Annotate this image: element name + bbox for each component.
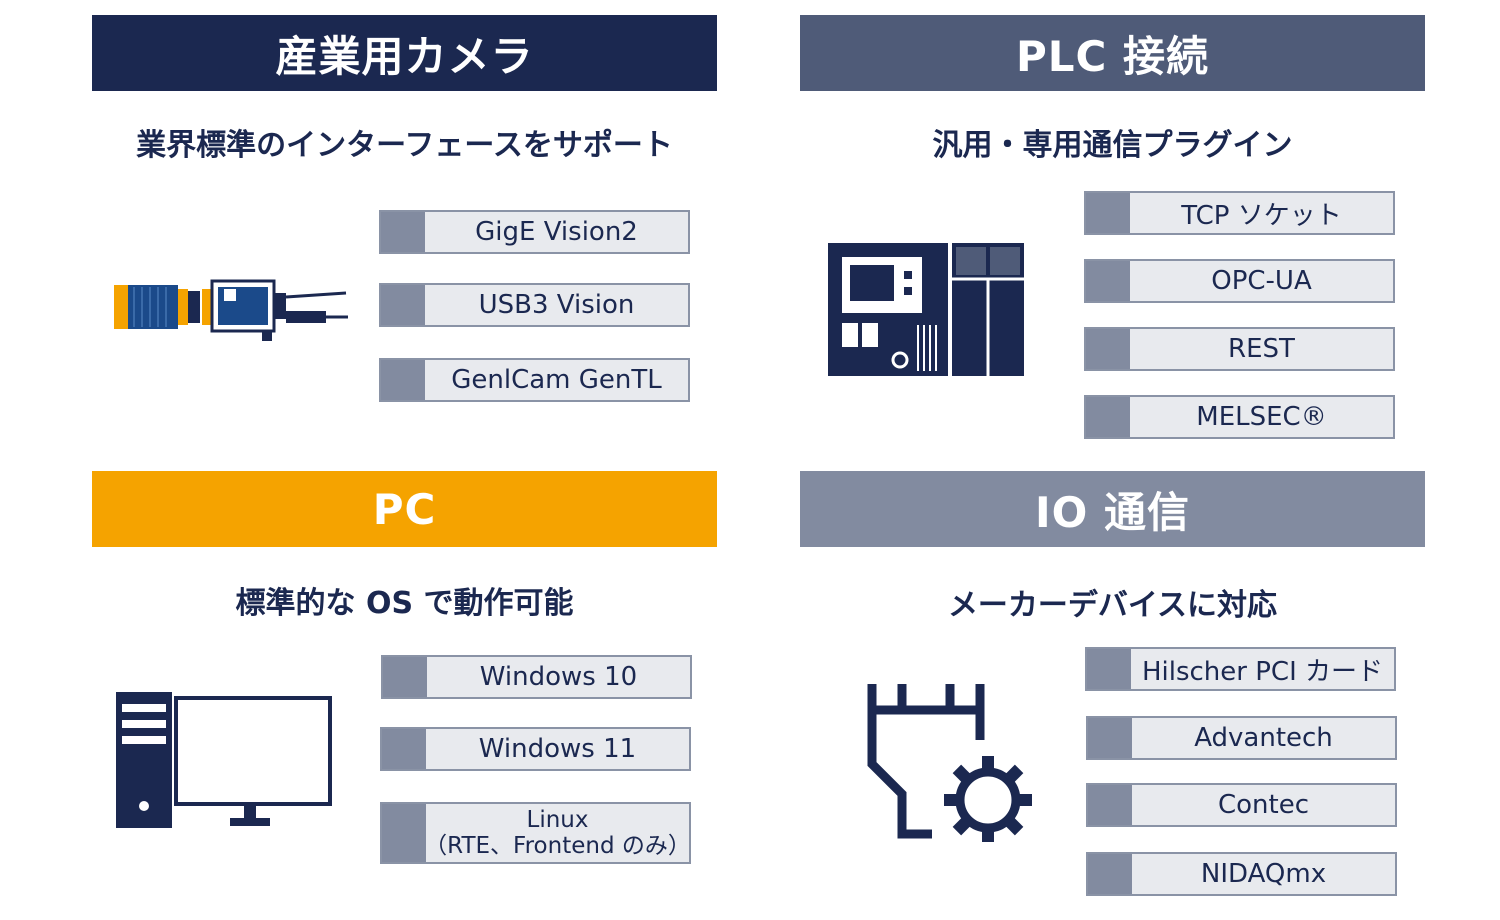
item-marker [1088, 854, 1132, 894]
item-label: Linux （RTE、Frontend のみ） [424, 804, 691, 862]
pc-item-win11: Windows 11 [380, 727, 691, 771]
io-gear-icon [867, 684, 1032, 842]
plc-item-rest: REST [1084, 327, 1395, 371]
item-marker [1086, 397, 1130, 437]
io-item-hilscher: Hilscher PCI カード [1085, 647, 1396, 691]
linux-line2: （RTE、Frontend のみ） [424, 833, 691, 859]
item-marker [381, 212, 425, 252]
camera-item-gige: GigE Vision2 [379, 210, 690, 254]
item-label: USB3 Vision [478, 290, 635, 320]
plc-item-melsec: MELSEC® [1084, 395, 1395, 439]
item-label: Windows 11 [478, 734, 637, 764]
pc-banner: PC [92, 471, 717, 547]
item-marker [1088, 785, 1132, 825]
item-marker [1087, 649, 1131, 689]
item-marker [1086, 329, 1130, 369]
industrial-camera-icon [114, 279, 348, 341]
plc-subtitle: 汎用・専用通信プラグイン [932, 128, 1293, 163]
item-label: Contec [1217, 790, 1310, 820]
plc-banner: PLC 接続 [800, 15, 1425, 91]
pc-subtitle: 標準的な OS で動作可能 [235, 586, 574, 621]
item-marker [381, 285, 425, 325]
io-item-contec: Contec [1086, 783, 1397, 827]
pc-item-win10: Windows 10 [381, 655, 692, 699]
linux-line1: Linux [526, 807, 589, 833]
item-label: Hilscher PCI カード [1141, 656, 1384, 687]
io-banner: IO 通信 [800, 471, 1425, 547]
camera-banner: 産業用カメラ [92, 15, 717, 91]
plc-item-opcua: OPC-UA [1084, 259, 1395, 303]
item-marker [382, 804, 426, 862]
item-marker [381, 360, 425, 400]
item-label: MELSEC® [1196, 402, 1327, 432]
item-label: Advantech [1194, 723, 1333, 753]
io-subtitle: メーカーデバイスに対応 [947, 588, 1278, 623]
camera-item-usb3: USB3 Vision [379, 283, 690, 327]
pc-item-linux: Linux （RTE、Frontend のみ） [380, 802, 691, 864]
plc-item-tcp: TCP ソケット [1084, 191, 1395, 235]
item-marker [1086, 261, 1130, 301]
item-label: REST [1228, 334, 1295, 364]
item-marker [1086, 193, 1130, 233]
plc-controller-icon [828, 243, 1024, 376]
item-label: GigE Vision2 [475, 217, 638, 247]
item-marker [382, 729, 426, 769]
camera-item-genicam: GenlCam GenTL [379, 358, 690, 402]
io-item-advantech: Advantech [1086, 716, 1397, 760]
item-label: Windows 10 [479, 662, 638, 692]
camera-subtitle: 業界標準のインターフェースをサポート [136, 128, 673, 163]
desktop-pc-icon [116, 692, 332, 828]
item-marker [1088, 718, 1132, 758]
item-label: GenlCam GenTL [451, 365, 662, 395]
item-label: NIDAQmx [1200, 859, 1327, 889]
item-label: OPC-UA [1211, 266, 1312, 296]
io-item-nidaqmx: NIDAQmx [1086, 852, 1397, 896]
item-marker [383, 657, 427, 697]
item-label: TCP ソケット [1181, 200, 1342, 231]
